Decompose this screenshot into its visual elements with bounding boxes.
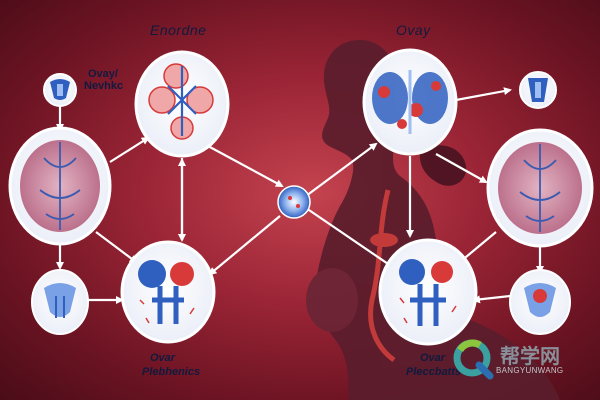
uterus-node-left xyxy=(31,269,89,335)
hypothalamus-node xyxy=(134,50,230,158)
left-ovary-label-line2: Plebhenics xyxy=(142,366,201,378)
arrow-brain-to-hypothalamus xyxy=(109,136,150,163)
ovary-node-bottom-right xyxy=(378,238,478,346)
arrow-uterus-to-ovary-right xyxy=(472,294,511,304)
arrow-ovary-to-brain-right xyxy=(435,153,488,183)
arrow-hypothalamus-to-center xyxy=(207,145,284,187)
thyroid-icon xyxy=(370,233,398,247)
pituitary-label-line1: Ovay/ xyxy=(88,68,118,80)
center-gland-node xyxy=(277,185,311,219)
pituitary-label-line2: Nevhkc xyxy=(84,80,124,92)
right-ovary-label-line2: Pleccbatts xyxy=(406,366,462,378)
uterus-icon xyxy=(44,283,76,317)
left-ovary-label-line1: Ovar xyxy=(150,352,176,364)
ovary-node-left xyxy=(120,240,216,344)
arrow-brain-to-ovary-right xyxy=(458,231,497,264)
uterus-node-right xyxy=(509,269,571,335)
arrow-center-to-ovary-bottom xyxy=(305,207,396,270)
right-ovary-label-line1: Ovar xyxy=(420,352,446,364)
watermark-text: 帮学网 xyxy=(500,344,560,368)
ovary-icon xyxy=(152,286,184,324)
watermark-logo-icon xyxy=(453,339,494,380)
ovary-icon xyxy=(410,284,446,326)
watermark: 帮学网 BANGYUNWANG xyxy=(450,336,570,380)
pituitary-node-left xyxy=(43,73,77,107)
ovary-title: Ovay xyxy=(396,22,431,38)
flow-arrows xyxy=(56,87,544,304)
brain-node-right xyxy=(486,128,594,248)
watermark-subtext: BANGYUNWANG xyxy=(496,366,564,375)
pituitary-node-right xyxy=(519,71,557,109)
arrow-center-to-ovary-left xyxy=(208,215,281,276)
ovary-node-top-right xyxy=(362,48,458,156)
arrow-center-to-ovary-top xyxy=(305,142,378,197)
trachea-icon xyxy=(368,189,396,363)
arrow-ovary-to-pituitary-right xyxy=(455,87,512,102)
hypothalamus-title: Enordne xyxy=(150,22,207,38)
brain-node-left xyxy=(8,126,112,246)
neural-network-icon xyxy=(167,66,197,136)
arrow-brain-to-ovary-left xyxy=(95,231,138,264)
